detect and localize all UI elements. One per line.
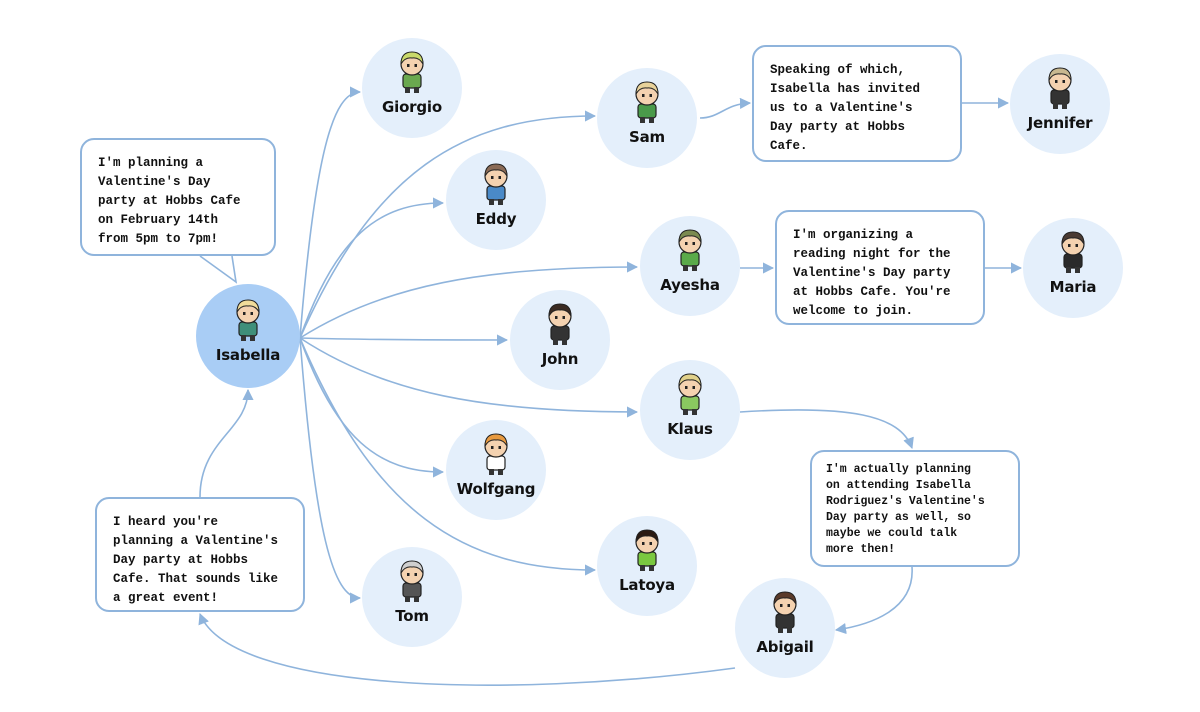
agent-name: Klaus [667,420,713,438]
message-line: Isabella has invited [770,82,921,96]
message-line: from 5pm to 7pm! [98,232,219,246]
agent-name: Sam [629,128,665,146]
agent-name: Maria [1049,278,1097,296]
message-line: Valentine's Day party [793,266,951,280]
edge-isabella-eddy [299,197,445,339]
message-line: us to a Valentine's [770,101,913,115]
message-line: a great event! [113,591,219,605]
edge-message-abigail [834,566,913,635]
message-line: Day party as well, so [826,511,971,524]
edge-isabella-tom [299,337,362,604]
message-line: Valentine's Day [98,175,211,189]
character-sprite-icon [678,373,702,415]
agent-name: Eddy [475,210,517,228]
edge-isabella-giorgio [299,86,362,339]
agent-name: Latoya [619,576,675,594]
message-line: I'm planning a [98,156,204,170]
message-line: I'm actually planning [826,463,971,476]
edge-klaus-message [739,409,914,450]
character-sprite-icon [773,591,797,633]
agent-node-wolfgang: Wolfgang [446,420,546,520]
message-line: at Hobbs Cafe. You're [793,285,951,299]
message-line: more then! [826,543,896,556]
edge-isabella-ayesha [299,261,639,339]
character-sprite-icon [548,303,572,345]
edge-abigail-message [198,612,736,686]
agent-name: John [541,350,579,368]
character-sprite-icon [678,229,702,271]
message-box-klaus: I'm actually planning on attending Isabel… [810,450,1020,567]
edge-isabella-wolfgang [299,337,445,478]
message-line: party at Hobbs Cafe [98,194,241,208]
character-sprite-icon [1048,67,1072,109]
speech-tail [199,255,238,284]
agent-name: Jennifer [1027,114,1093,132]
character-sprite-icon [484,163,508,205]
agent-node-giorgio: Giorgio [362,38,462,138]
agent-name: Tom [395,607,429,625]
agent-node-latoya: Latoya [597,516,697,616]
character-sprite-icon [1061,231,1085,273]
character-sprite-icon [484,433,508,475]
agent-name: Giorgio [382,98,442,116]
agent-node-klaus: Klaus [640,360,740,460]
edge-isabella-john [299,334,509,346]
edge-isabella-klaus [299,337,639,418]
agent-node-jennifer: Jennifer [1010,54,1110,154]
message-line: planning a Valentine's [113,534,279,548]
character-sprite-icon [635,529,659,571]
message-line: Cafe. [770,139,808,153]
agent-name: Isabella [215,346,281,364]
agent-name: Abigail [756,638,814,656]
message-line: Rodriguez's Valentine's [826,495,985,508]
agent-node-john: John [510,290,610,390]
message-line: reading night for the [793,247,951,261]
agent-node-eddy: Eddy [446,150,546,250]
message-line: Cafe. That sounds like [113,572,279,586]
message-line: I heard you're [113,515,219,529]
edge-isabella-sam [299,110,597,339]
character-sprite-icon [400,560,424,602]
message-line: welcome to join. [793,304,914,318]
agent-node-maria: Maria [1023,218,1123,318]
message-box-sam: Speaking of which, Isabella has invited us… [752,45,962,162]
agent-node-ayesha: Ayesha [640,216,740,316]
character-sprite-icon [635,81,659,123]
agent-node-sam: Sam [597,68,697,168]
message-line: on attending Isabella [826,479,971,492]
agent-name: Ayesha [660,276,720,294]
edge-message-isabella [199,388,254,498]
agent-node-isabella: Isabella [196,284,300,388]
agent-name: Wolfgang [456,480,536,498]
message-box-isabella: I'm planning a Valentine's Day party at Ho… [80,138,276,256]
message-line: Day party at Hobbs [770,120,906,134]
message-line: Speaking of which, [770,63,906,77]
character-sprite-icon [400,51,424,93]
agent-node-tom: Tom [362,547,462,647]
message-line: Day party at Hobbs [113,553,249,567]
edge-sam-message [699,97,752,119]
message-line: maybe we could talk [826,527,958,540]
message-line: I'm organizing a [793,228,914,242]
agent-node-abigail: Abigail [735,578,835,678]
character-sprite-icon [236,299,260,341]
message-line: on February 14th [98,213,219,227]
edge-isabella-latoya [299,337,597,576]
